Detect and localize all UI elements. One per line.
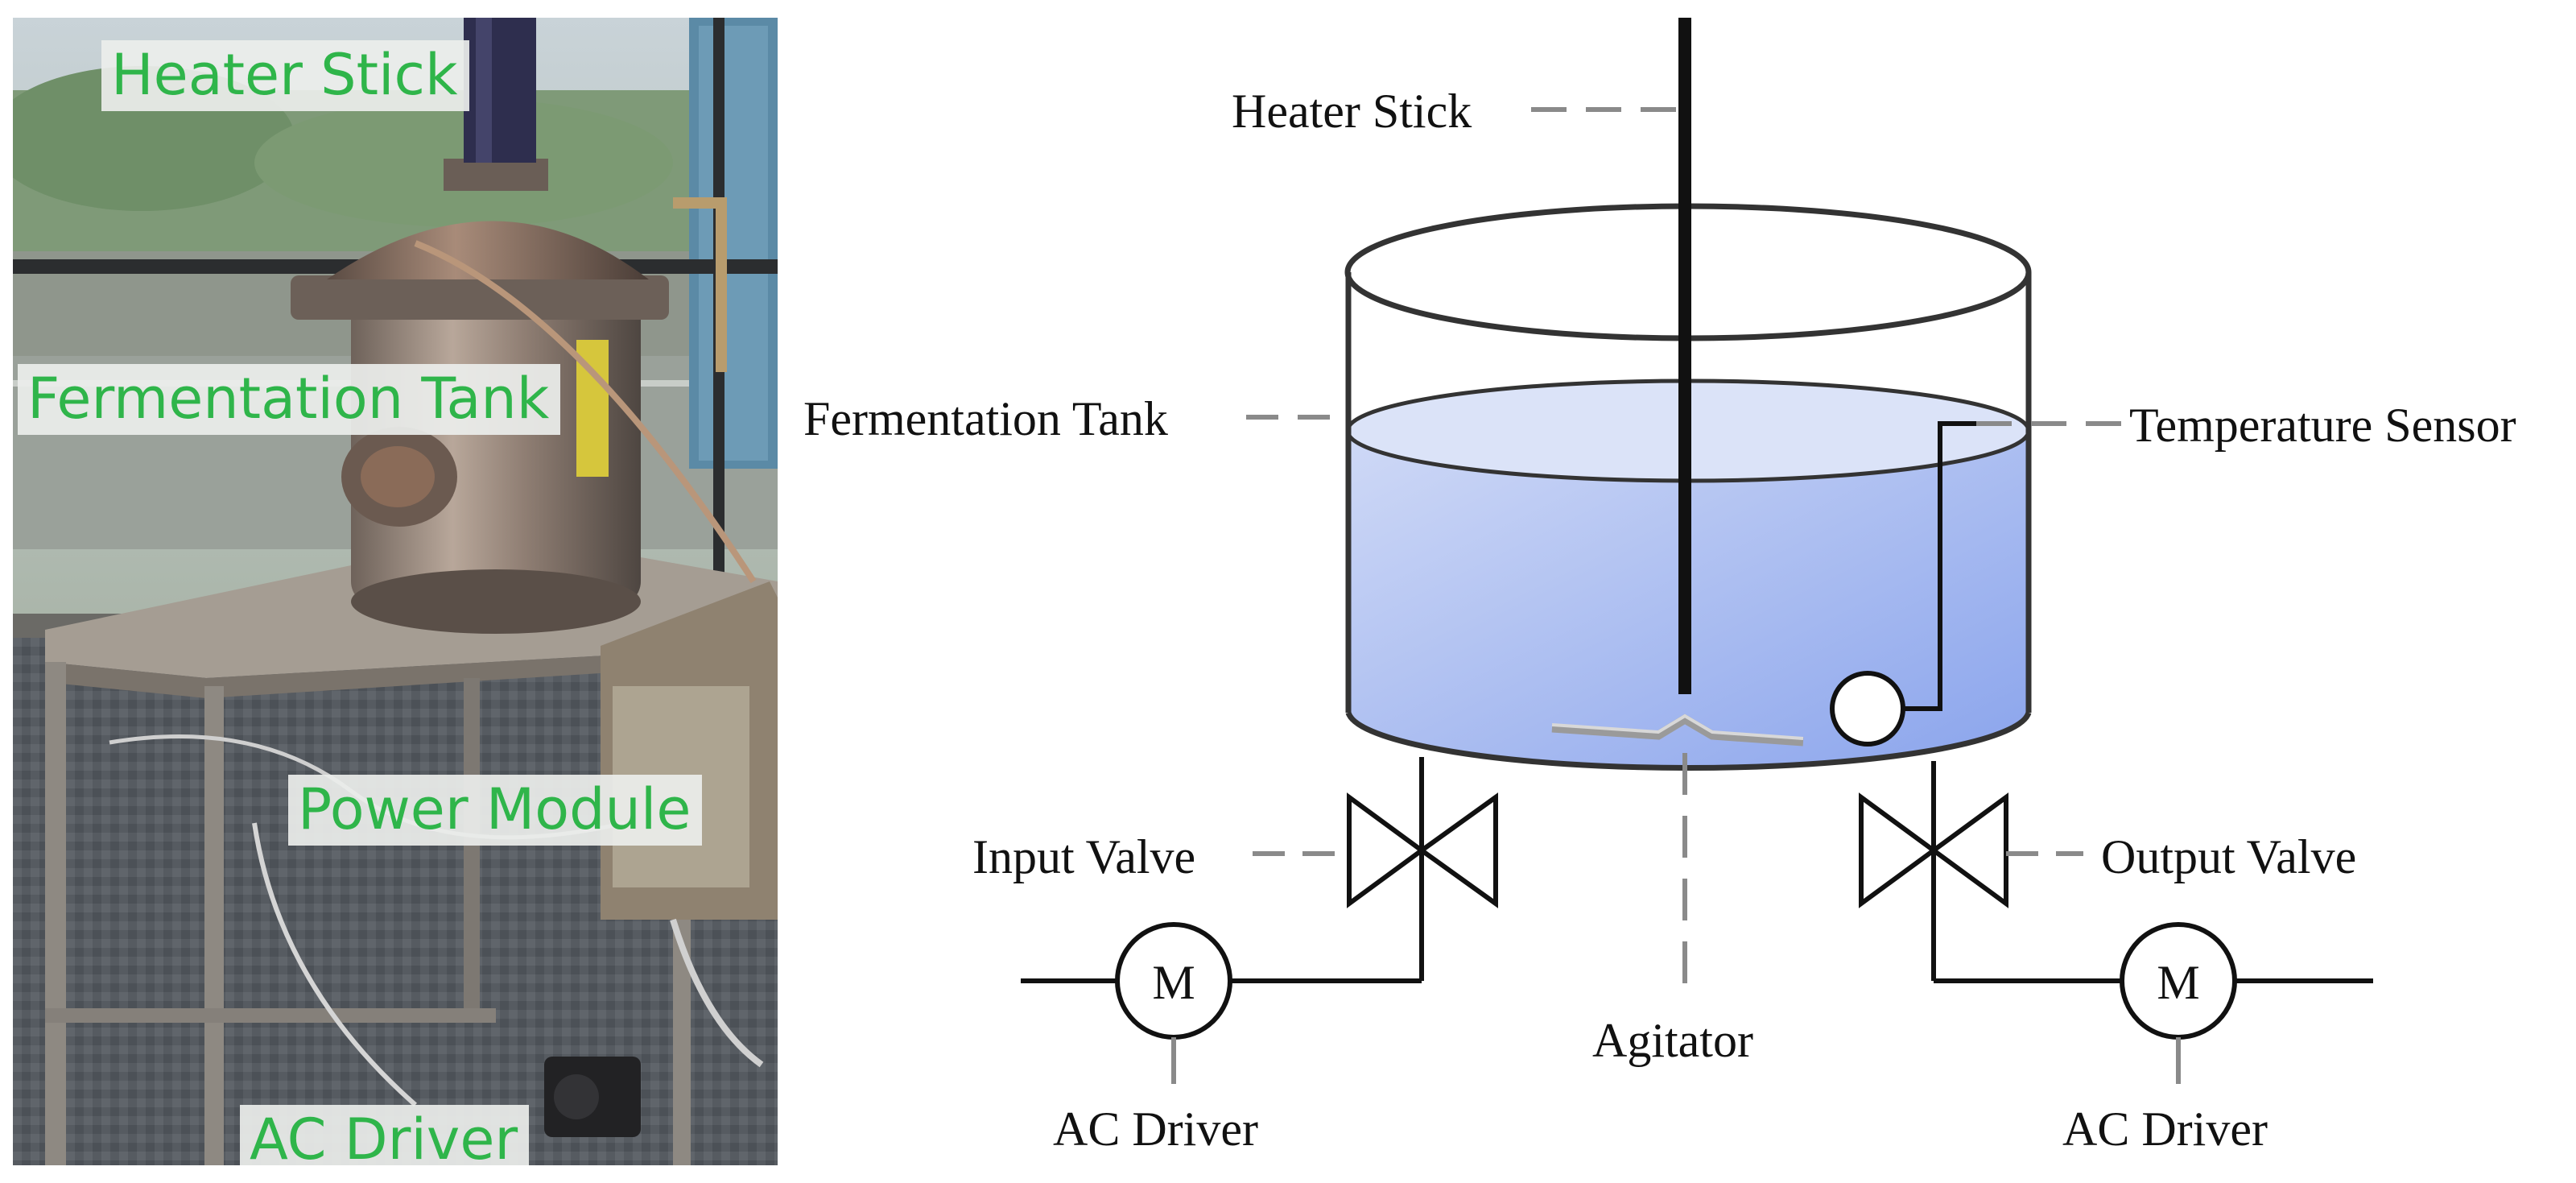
- output-piping: [1931, 761, 2373, 983]
- leader-lines: [1171, 107, 2181, 1084]
- motor-right-letter: M: [2157, 956, 2200, 1009]
- label-agitator: Agitator: [1592, 1014, 1753, 1067]
- label-output-valve: Output Valve: [2101, 830, 2357, 883]
- agitator-blades: [1551, 714, 1804, 747]
- input-valve-symbol: [1347, 792, 1498, 908]
- photo-label-heater-stick: Heater Stick: [101, 40, 469, 111]
- label-ac-driver-left: AC Driver: [1053, 1102, 1258, 1156]
- label-fermentation-tank: Fermentation Tank: [803, 392, 1168, 445]
- photo-label-ac-driver: AC Driver: [240, 1105, 530, 1165]
- temperature-sensor: [1830, 421, 1976, 747]
- heater-stick-rod: [1678, 18, 1691, 694]
- label-input-valve: Input Valve: [972, 830, 1196, 883]
- photo-label-power-module: Power Module: [288, 775, 703, 846]
- photo-panel: Heater Stick Fermentation Tank Power Mod…: [13, 18, 778, 1165]
- label-ac-driver-right: AC Driver: [2062, 1102, 2268, 1156]
- label-temperature-sensor: Temperature Sensor: [2129, 399, 2516, 452]
- output-valve-symbol: [1859, 792, 2008, 908]
- photo-label-fermentation-tank: Fermentation Tank: [18, 364, 561, 435]
- input-piping: [1021, 757, 1424, 983]
- motor-left-letter: M: [1152, 956, 1195, 1009]
- label-heater-stick: Heater Stick: [1232, 85, 1472, 138]
